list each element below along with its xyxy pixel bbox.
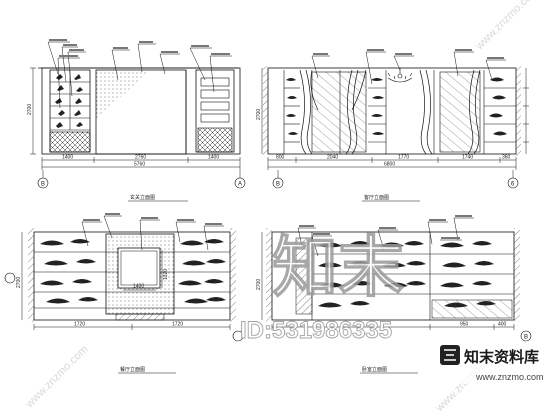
tl-dim-2: 2760 bbox=[135, 155, 146, 161]
tl-axis-left: B bbox=[41, 182, 45, 188]
watermark-diag-1: www.znzmo.com bbox=[473, 0, 541, 53]
br-dim-height: 2700 bbox=[256, 279, 262, 290]
tl-dim-total: 5760 bbox=[134, 162, 145, 168]
watermark-logo-text: 知末 bbox=[272, 229, 404, 306]
tr-title: 客厅立面图 bbox=[364, 194, 389, 201]
elevation-top-left: 2700 1400 2760 1400 5760 B A 玄关立面图 bbox=[27, 39, 246, 202]
tl-dim-1: 1400 bbox=[62, 155, 73, 161]
elevation-bottom-right: 2700 950 400 B 卧室立面图 bbox=[256, 215, 532, 374]
tr-dim-total: 6800 bbox=[384, 162, 395, 168]
bl-dim-1: 1720 bbox=[74, 322, 85, 328]
tl-dim-3: 1400 bbox=[208, 155, 219, 161]
tr-dim-3: 1770 bbox=[398, 155, 409, 161]
bl-dim-inner: 1400 bbox=[133, 284, 144, 290]
elevation-bottom-left: 1400 1320 2700 1720 1720 餐厅立面图 bbox=[4, 213, 244, 374]
br-axis-right: B bbox=[524, 335, 528, 341]
tl-axis-right: A bbox=[238, 182, 242, 188]
bl-dim-2: 1720 bbox=[172, 322, 183, 328]
tr-dim-4: 1740 bbox=[462, 155, 473, 161]
tl-title: 玄关立面图 bbox=[130, 194, 155, 201]
bl-title: 餐厅立面图 bbox=[120, 366, 145, 373]
br-title: 卧室立面图 bbox=[362, 366, 387, 373]
watermark-overlay: www.znzmo.com www.znzmo.com www.znzmo.co… bbox=[23, 0, 558, 415]
tr-dim-height: 2700 bbox=[256, 109, 262, 120]
br-dim-2: 400 bbox=[498, 322, 507, 328]
site-name: 知末资料库 bbox=[464, 348, 539, 366]
tl-dim-height: 2700 bbox=[27, 104, 33, 115]
br-dim-1: 950 bbox=[460, 322, 469, 328]
bl-dim-side: 1320 bbox=[163, 269, 169, 280]
tr-dim-1: 800 bbox=[276, 155, 285, 161]
tr-axis-left: B bbox=[276, 182, 280, 188]
elevation-top-right: 2700 800 2040 1770 1740 360 6800 B 6 客厅立… bbox=[256, 49, 529, 202]
tr-dim-2: 2040 bbox=[327, 155, 338, 161]
tr-dim-5: 360 bbox=[502, 155, 511, 161]
site-url: www.znzmo.com bbox=[475, 372, 544, 382]
bl-dim-height: 2700 bbox=[16, 277, 22, 288]
watermark-diag-2: www.znzmo.com bbox=[23, 343, 91, 411]
watermark-id: ID:531986335 bbox=[240, 317, 392, 344]
site-logo-icon bbox=[440, 345, 460, 365]
tr-axis-right: 6 bbox=[511, 182, 515, 188]
